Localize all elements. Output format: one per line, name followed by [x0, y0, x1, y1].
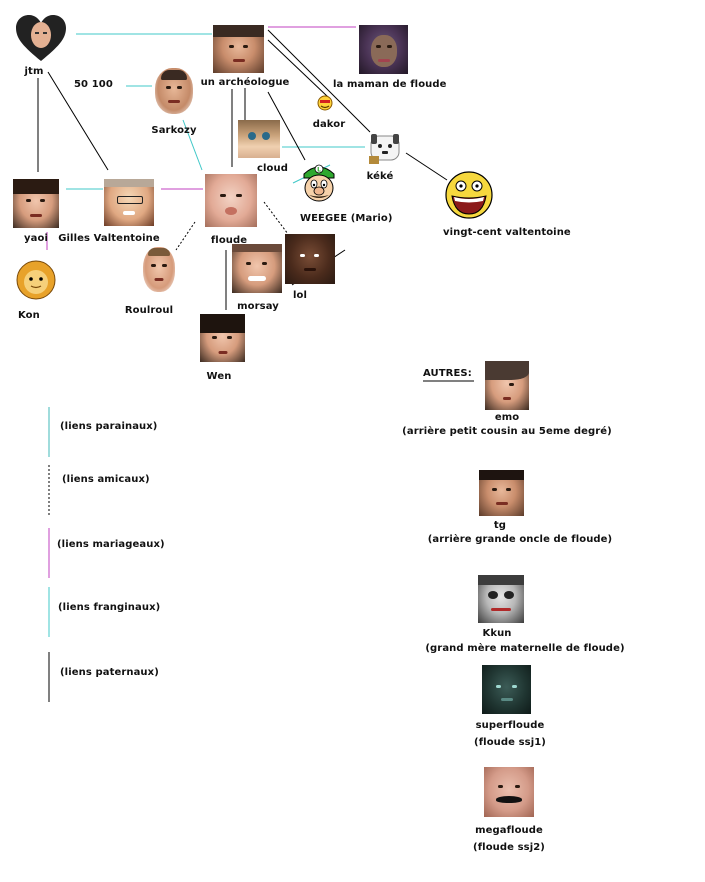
person-label-maman: la maman de floude — [333, 79, 447, 90]
person-label-yaoi: yaoi — [24, 233, 48, 244]
person-label-gilles: Gilles Valtentoine — [58, 233, 160, 244]
person-label-50-100: 50 100 — [74, 79, 113, 90]
superfloude-label: superfloude — [475, 720, 545, 731]
kkun-label: Kkun — [482, 628, 512, 639]
kkun-description: (grand mère maternelle de floude) — [425, 643, 625, 654]
tg-description: (arrière grande oncle de floude) — [427, 534, 613, 545]
wen-photo — [200, 314, 245, 362]
legend-label-paternel: (liens paternaux) — [60, 667, 159, 678]
superfloude-description: (floude ssj1) — [474, 737, 546, 748]
kon-lion-photo — [16, 260, 56, 300]
megafloude-photo — [484, 767, 534, 817]
legend-label-fratrie: (liens franginaux) — [58, 602, 161, 613]
mariage-links — [46, 26, 356, 250]
morsay-photo — [232, 244, 282, 293]
person-label-kon: Kon — [18, 310, 40, 321]
sarkozy-photo — [155, 68, 193, 114]
maman-photo — [359, 25, 408, 74]
weegee-photo: L — [303, 164, 335, 202]
lol-photo — [285, 234, 335, 284]
legend-label-amical: (liens amicaux) — [62, 474, 150, 485]
legend-label-mariage: (liens mariageaux) — [57, 539, 165, 550]
person-label-lol: lol — [292, 290, 308, 301]
gilles-photo — [104, 179, 154, 226]
vingt-cent-smiley-photo — [445, 171, 493, 219]
roulroul-photo — [143, 247, 175, 292]
person-label-roulroul: Roulroul — [124, 305, 174, 316]
person-label-archeologue: un archéologue — [200, 77, 290, 88]
autres-header: AUTRES: — [423, 368, 472, 379]
superfloude-photo — [482, 665, 531, 714]
megafloude-label: megafloude — [475, 825, 543, 836]
person-label-dakor: dakor — [312, 119, 346, 130]
person-label-weegee: WEEGEE (Mario) — [300, 213, 393, 224]
legend-label-parrainage: (liens parainaux) — [60, 421, 158, 432]
person-label-keke: kéké — [366, 171, 394, 182]
keke-dog-photo — [369, 134, 400, 164]
person-label-vingt-cent: vingt-cent valtentoine — [443, 227, 571, 238]
jtm-heart-photo — [16, 15, 66, 61]
tg-photo — [479, 470, 524, 516]
person-label-jtm: jtm — [24, 66, 44, 77]
cloud-photo — [238, 120, 280, 158]
person-label-sarkozy: Sarkozy — [151, 125, 197, 136]
yaoi-photo — [13, 179, 59, 228]
person-label-wen: Wen — [206, 371, 232, 382]
kkun-photo — [478, 575, 524, 623]
person-label-floude: floude — [210, 235, 248, 246]
megafloude-description: (floude ssj2) — [473, 842, 545, 853]
tg-label: tg — [493, 520, 507, 531]
person-label-morsay: morsay — [237, 301, 279, 312]
emo-label: emo — [494, 412, 520, 423]
svg-text:L: L — [317, 167, 321, 174]
amical-links — [175, 201, 289, 251]
floude-photo — [205, 174, 257, 227]
emo-description: (arrière petit cousin au 5eme degré) — [402, 426, 612, 437]
person-label-cloud: cloud — [257, 163, 289, 174]
archeologue-photo — [213, 25, 264, 73]
dakor-smiley-icon — [317, 95, 333, 111]
emo-photo — [485, 361, 529, 410]
